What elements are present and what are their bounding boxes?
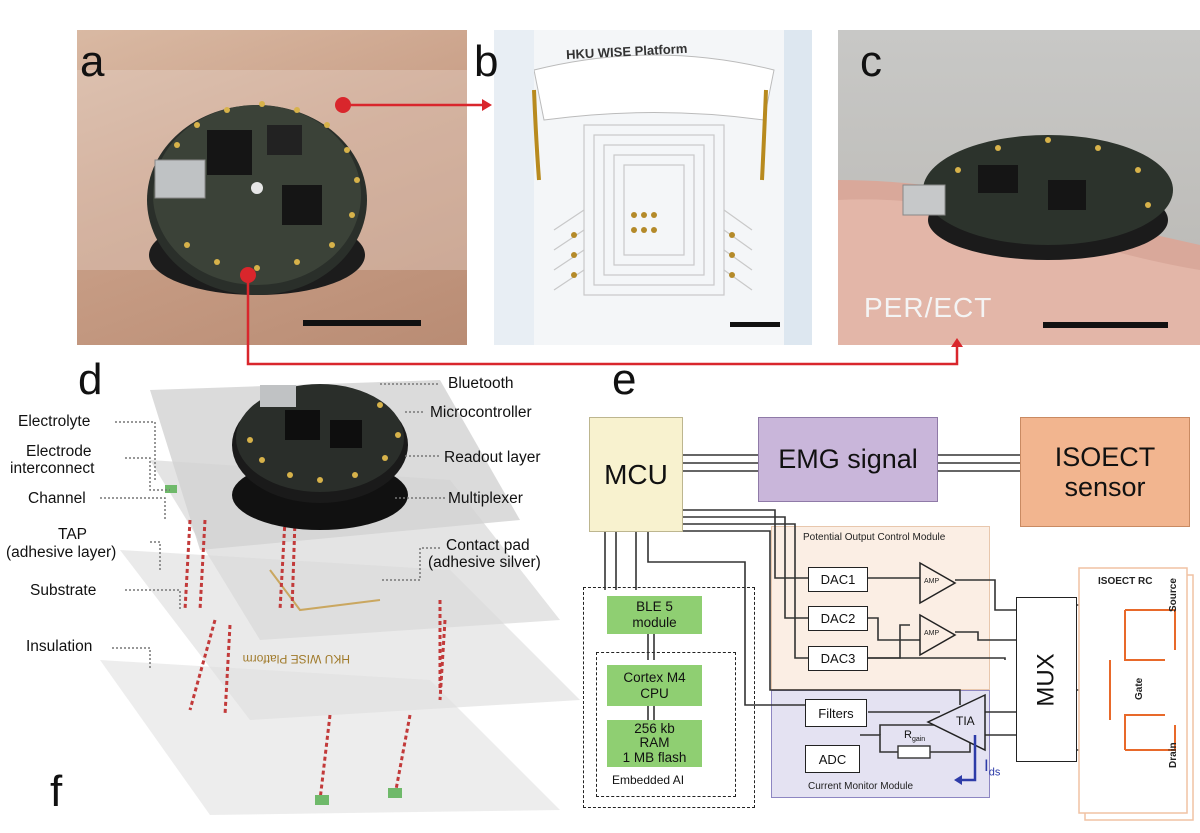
label-adhesive-layer: (adhesive layer) (6, 544, 117, 561)
drain-label: Drain (1168, 742, 1179, 768)
amp2-label: AMP (924, 630, 940, 637)
cortex-m4-cpu-block: Cortex M4 CPU (607, 665, 702, 706)
ram-line2: RAM (639, 735, 670, 751)
embedded-ai-region (583, 587, 755, 808)
label-adhesive-silver: (adhesive silver) (428, 554, 541, 571)
photo-b-electrode-patch: HKU WISE Platform (494, 30, 812, 345)
filters-label: Filters (818, 705, 854, 721)
current-module-title: Current Monitor Module (808, 781, 914, 792)
layer-text: HKU WISE Platform (243, 652, 350, 666)
brand-logo-text: PER/ECT (864, 292, 993, 323)
tia-label: TIA (956, 714, 975, 728)
panel-label-b: b (474, 37, 499, 86)
gate-label: Gate (1134, 677, 1145, 700)
ram-line3: 1 MB flash (622, 749, 687, 765)
filters-block: Filters (805, 699, 867, 727)
label-electrode: Electrode (26, 443, 92, 460)
exploded-stack-illustration: HKU WISE Platform (100, 380, 580, 815)
label-interconnect: interconnect (10, 460, 95, 477)
label-substrate: Substrate (30, 582, 97, 599)
label-readout-layer: Readout layer (444, 449, 541, 466)
cortex-line1: Cortex M4 (623, 669, 686, 685)
photo-a-device-on-skin (77, 30, 467, 345)
adc-block: ADC (805, 745, 860, 773)
device-illustration-a (77, 70, 467, 326)
isoect-line2: sensor (1064, 472, 1146, 502)
ble-line2: module (632, 615, 677, 630)
embedded-ai-label: Embedded AI (612, 773, 685, 787)
dac2-label: DAC2 (820, 611, 856, 626)
mcu-block: MCU (589, 417, 683, 532)
label-bluetooth: Bluetooth (448, 375, 514, 392)
isoect-rc-label: ISOECT RC (1098, 576, 1153, 587)
mux-block: MUX (1016, 597, 1077, 762)
cortex-line2: CPU (640, 685, 669, 701)
label-electrolyte: Electrolyte (18, 413, 91, 430)
panel-label-d: d (78, 355, 103, 404)
isoect-line1: ISOECT (1054, 442, 1156, 472)
potential-module-title: Potential Output Control Module (803, 532, 946, 543)
label-multiplexer: Multiplexer (448, 490, 523, 507)
label-insulation: Insulation (26, 638, 93, 655)
ble5-module-block: BLE 5 module (607, 596, 702, 634)
ram-line1: 256 kb (634, 720, 675, 736)
device-illustration-c (838, 135, 1200, 345)
mux-label: MUX (1032, 652, 1060, 707)
memory-block: 256 kb RAM 1 MB flash (607, 720, 702, 767)
panel-label-a: a (80, 37, 105, 86)
amp1-label: AMP (924, 578, 940, 585)
panel-label-c: c (860, 37, 882, 86)
label-tap: TAP (58, 526, 87, 543)
dac1-label: DAC1 (820, 572, 856, 587)
label-contact-pad: Contact pad (446, 537, 530, 554)
label-microcontroller: Microcontroller (430, 404, 532, 421)
dac2-block: DAC2 (808, 606, 868, 631)
emg-signal-label: EMG signal (778, 444, 918, 474)
source-label: Source (1168, 578, 1179, 612)
isoect-sensor-block: ISOECT sensor (1020, 417, 1190, 527)
embedded-ai-inner-region (596, 652, 736, 797)
rgain-label: Rgain (904, 729, 926, 744)
electrode-patch-illustration (494, 30, 812, 345)
ble-line1: BLE 5 (636, 599, 673, 614)
ids-label: Ids (984, 756, 1001, 779)
photo-c-device-on-finger: PER/ECT (838, 30, 1200, 345)
label-channel: Channel (28, 490, 86, 507)
dac1-block: DAC1 (808, 567, 868, 592)
dac3-block: DAC3 (808, 646, 868, 671)
panel-label-f: f (50, 767, 63, 816)
dac3-label: DAC3 (820, 651, 856, 666)
mcu-label: MCU (604, 458, 668, 490)
adc-label: ADC (818, 751, 847, 767)
emg-signal-block: EMG signal (758, 417, 938, 502)
potential-output-module-region (771, 526, 990, 690)
